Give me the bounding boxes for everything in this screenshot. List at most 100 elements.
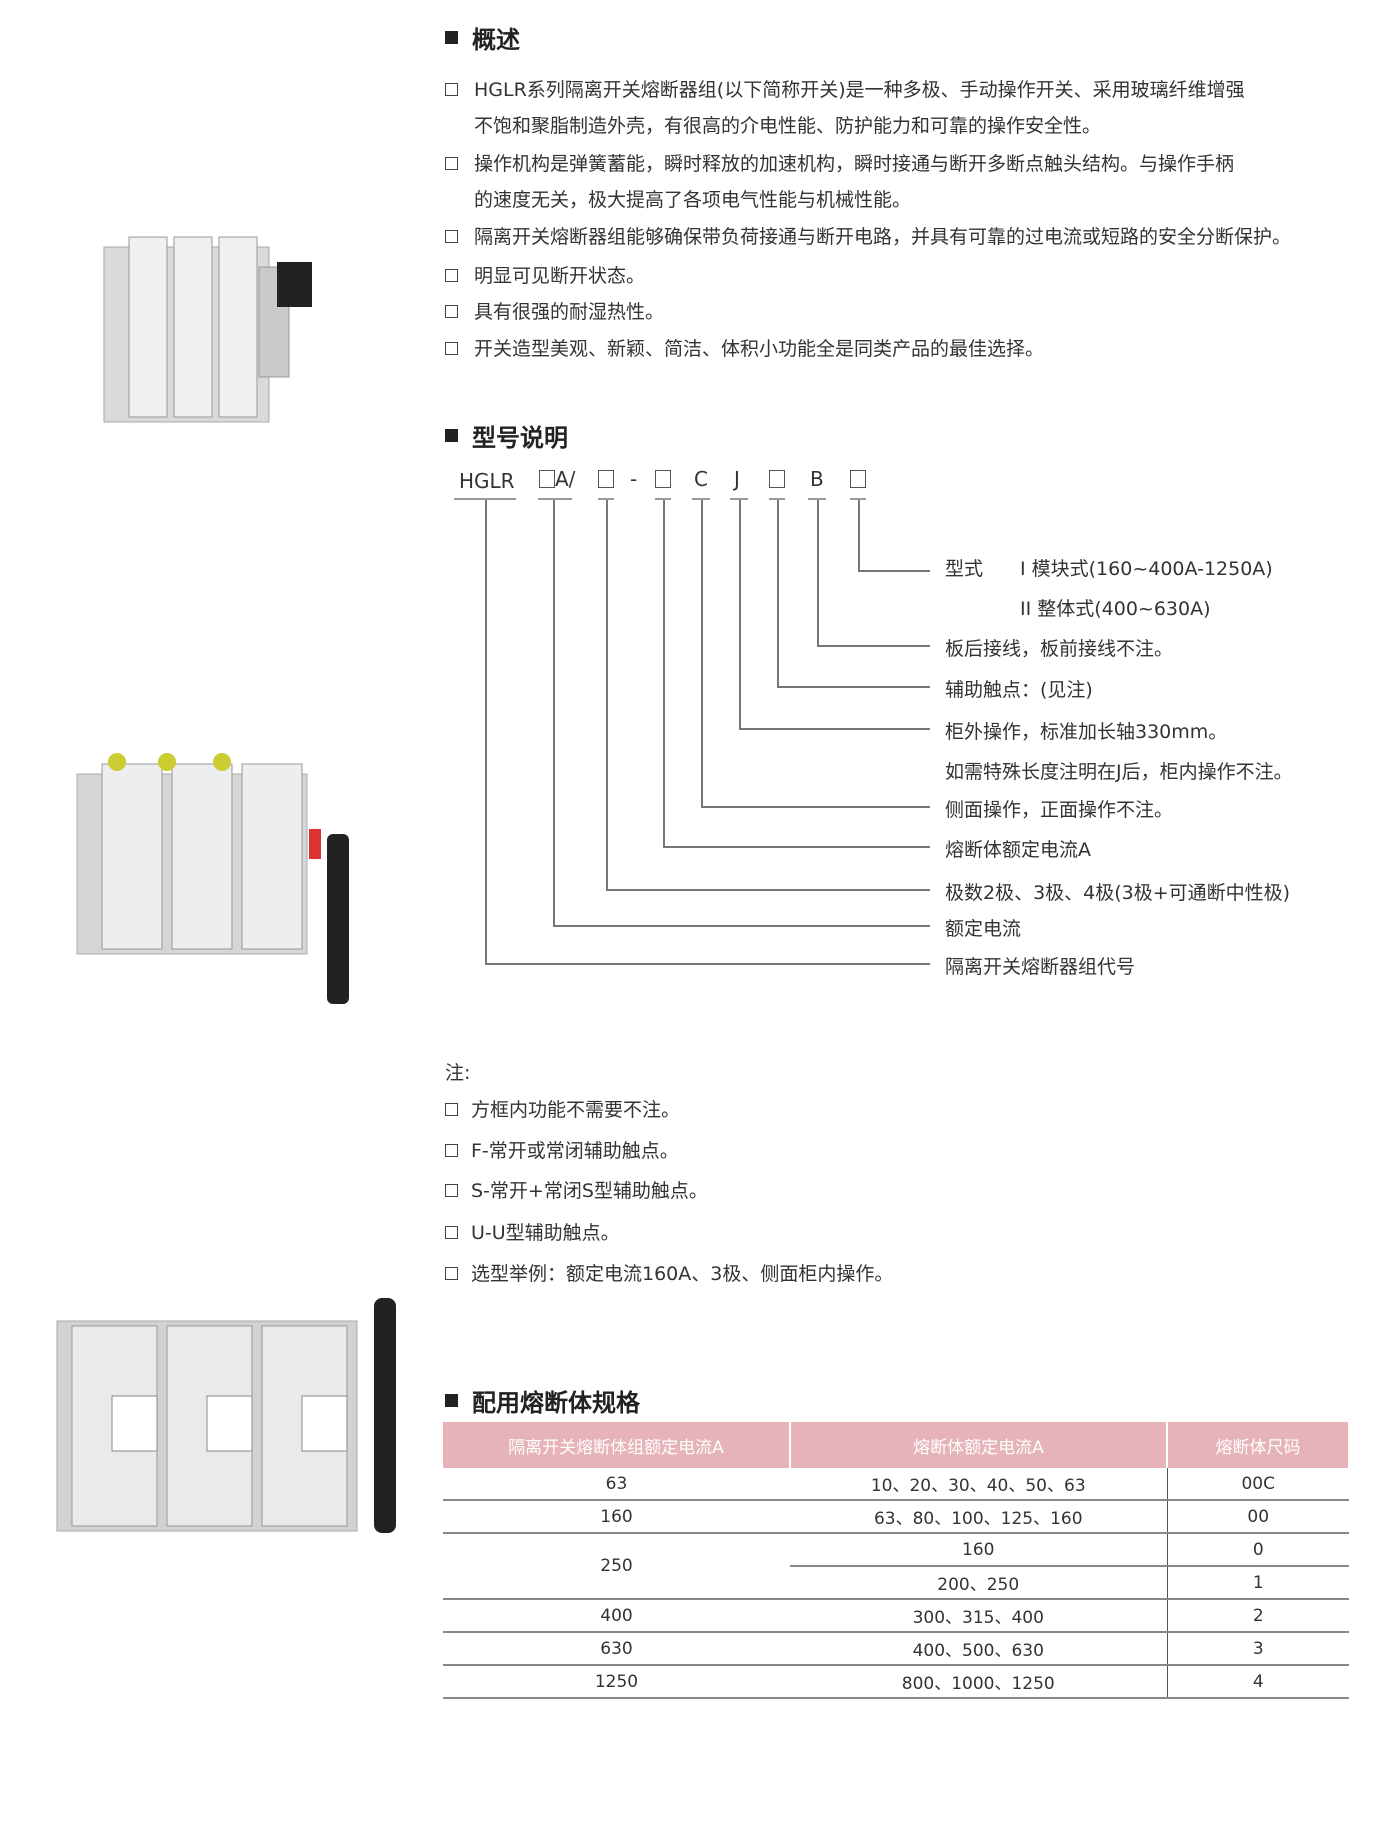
box-icon [655, 470, 671, 488]
heading-text: 概述 [472, 26, 520, 54]
cell: 1 [1167, 1566, 1349, 1600]
label-type-module: I 模块式(160~400A-1250A) [1020, 558, 1273, 580]
underline [454, 498, 516, 500]
cell: 1250 [443, 1665, 790, 1699]
column-header: 熔断体额定电流A [790, 1422, 1168, 1468]
checkbox-icon [445, 1144, 458, 1157]
product-image-small-switch [103, 236, 312, 423]
model-code-dash: - [630, 467, 638, 491]
box-icon [850, 470, 866, 488]
box-icon [598, 470, 614, 488]
cell: 300、315、400 [790, 1599, 1168, 1633]
checkbox-icon [445, 342, 458, 355]
cell: 160 [443, 1500, 790, 1534]
label-rated-current: 额定电流 [945, 918, 1022, 940]
checkbox-icon [445, 1184, 458, 1197]
connector-line [858, 570, 930, 572]
label-aux: 辅助触点：(见注) [945, 679, 1093, 701]
label-side-op: 侧面操作，正面操作不注。 [945, 799, 1174, 821]
connector-line [485, 963, 930, 965]
underline [692, 498, 710, 500]
label-external-op: 柜外操作，标准加长轴330mm。 [945, 721, 1228, 743]
table-header-row: 隔离开关熔断体组额定电流A 熔断体额定电流A 熔断体尺码 [443, 1422, 1350, 1468]
note-item: U-U型辅助触点。 [471, 1222, 620, 1244]
connector-line [739, 728, 930, 730]
connector-line [817, 645, 930, 647]
overview-line: HGLR系列隔离开关熔断器组(以下简称开关)是一种多极、手动操作开关、采用玻璃纤… [474, 79, 1245, 101]
underline [850, 498, 866, 500]
connector-line [777, 686, 930, 688]
label-fuse-current: 熔断体额定电流A [945, 839, 1091, 861]
underline [769, 498, 785, 500]
cell: 400 [443, 1599, 790, 1633]
connector-line [663, 500, 665, 846]
code-text: A/ [555, 467, 576, 491]
connector-line [606, 500, 608, 889]
connector-line [606, 889, 930, 891]
label-poles: 极数2极、3极、4极(3极+可通断中性极) [945, 882, 1291, 904]
model-code-j: J [734, 467, 740, 491]
cell: 3 [1167, 1632, 1349, 1666]
model-code-type [850, 467, 866, 491]
model-code-prefix: HGLR [459, 469, 515, 493]
overview-line: 具有很强的耐湿热性。 [474, 301, 665, 323]
underline [655, 498, 671, 500]
overview-line: 操作机构是弹簧蓄能，瞬时释放的加速机构，瞬时接通与断开多断点触头结构。与操作手柄 [474, 153, 1235, 175]
note-item: F-常开或常闭辅助触点。 [471, 1140, 679, 1162]
notes-title: 注: [445, 1062, 471, 1084]
connector-line [485, 500, 487, 963]
underline [538, 498, 572, 500]
connector-line [739, 500, 741, 728]
connector-line [553, 925, 930, 927]
section-title-fuse-table: 配用熔断体规格 [445, 1383, 640, 1418]
cell: 250 [443, 1533, 790, 1600]
checkbox-icon [445, 305, 458, 318]
checkbox-icon [445, 83, 458, 96]
model-code-fuse [655, 467, 671, 491]
note-item: 方框内功能不需要不注。 [471, 1099, 681, 1121]
underline [730, 498, 748, 500]
section-title-model: 型号说明 [445, 418, 568, 453]
cell: 800、1000、1250 [790, 1665, 1168, 1699]
connector-line [701, 806, 930, 808]
note-item: 选型举例：额定电流160A、3极、侧面柜内操作。 [471, 1263, 894, 1285]
cell: 63、80、100、125、160 [790, 1500, 1168, 1534]
square-bullet-icon [445, 429, 458, 442]
box-icon [769, 470, 785, 488]
column-header: 熔断体尺码 [1167, 1422, 1350, 1468]
square-bullet-icon [445, 1394, 458, 1407]
section-title-overview: 概述 [445, 20, 520, 55]
checkbox-icon [445, 157, 458, 170]
cell: 2 [1167, 1599, 1349, 1633]
heading-text: 型号说明 [472, 424, 568, 452]
square-bullet-icon [445, 31, 458, 44]
model-code-poles [598, 467, 614, 491]
product-image-large-switch [56, 1298, 396, 1533]
product-image-side-handle-switch [76, 753, 349, 1004]
note-item: S-常开+常闭S型辅助触点。 [471, 1180, 708, 1202]
checkbox-icon [445, 1267, 458, 1280]
model-code-aux [769, 467, 785, 491]
checkbox-icon [445, 230, 458, 243]
overview-line: 开关造型美观、新颖、简洁、体积小功能全是同类产品的最佳选择。 [474, 338, 1045, 360]
connector-line [701, 500, 703, 806]
checkbox-icon [445, 1226, 458, 1239]
overview-line: 隔离开关熔断器组能够确保带负荷接通与断开电路，并具有可靠的过电流或短路的安全分断… [474, 226, 1292, 248]
column-header: 隔离开关熔断体组额定电流A [443, 1422, 791, 1468]
checkbox-icon [445, 1103, 458, 1116]
model-code-c: C [694, 467, 708, 491]
connector-line [663, 846, 930, 848]
cell: 00 [1167, 1500, 1349, 1534]
checkbox-icon [445, 269, 458, 282]
cell: 10、20、30、40、50、63 [790, 1468, 1168, 1501]
box-icon [539, 470, 555, 488]
cell: 0 [1167, 1533, 1349, 1567]
label-code: 隔离开关熔断器组代号 [945, 956, 1136, 978]
